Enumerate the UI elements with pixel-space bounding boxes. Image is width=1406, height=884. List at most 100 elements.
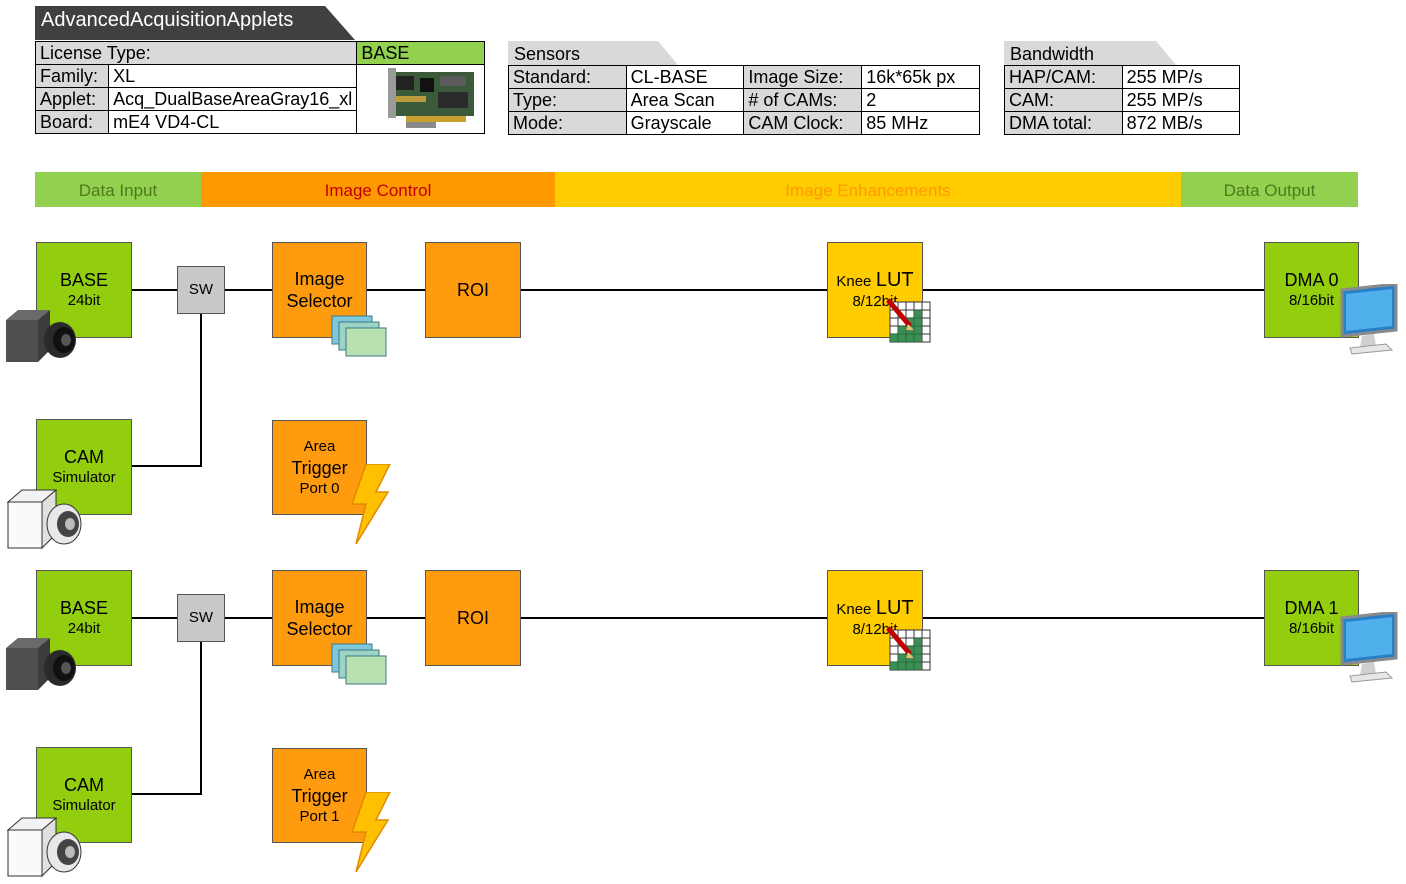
block-label: CAM (64, 775, 104, 795)
lut-label: LUT (875, 268, 914, 291)
family-value: XL (108, 64, 358, 88)
dma-total-value: 872 MB/s (1121, 111, 1241, 135)
block-sublabel: Trigger (291, 457, 348, 478)
block-label: DMA 0 (1284, 270, 1339, 290)
clock-value: 85 MHz (861, 111, 980, 135)
sensors-heading: Sensors (508, 41, 678, 65)
image-stack-icon (331, 643, 387, 685)
connector-line (200, 313, 202, 467)
connector-line (225, 289, 273, 291)
block-sublabel: Selector (286, 619, 353, 639)
block-label: SW (188, 609, 214, 626)
block-label: Area (303, 765, 336, 783)
block-label: ROI (456, 280, 489, 300)
dma-total-label: DMA total: (1004, 111, 1123, 135)
connector-line (131, 289, 177, 291)
lut-chart-icon (886, 626, 931, 671)
hap-label: HAP/CAM: (1004, 65, 1123, 89)
app-title: AdvancedAcquisitionApplets (41, 9, 294, 31)
block-port-label: Port 0 (299, 479, 340, 497)
block-sublabel: 24bit (67, 620, 101, 637)
base-camera-block[interactable]: BASE 24bit (36, 570, 132, 666)
cams-label: # of CAMs: (743, 88, 863, 112)
cam-bw-label: CAM: (1004, 88, 1123, 112)
license-type-value: BASE (356, 41, 485, 65)
image-selector-block[interactable]: Image Selector (272, 242, 367, 338)
type-value: Area Scan (625, 88, 745, 112)
block-label: Area (303, 437, 336, 455)
connector-line (131, 617, 177, 619)
connector-line (520, 617, 828, 619)
block-sublabel: Trigger (291, 785, 348, 806)
mode-value: Grayscale (625, 111, 745, 135)
knee-label: Knee (836, 600, 872, 618)
connector-line (366, 617, 426, 619)
switch-block[interactable]: SW (177, 266, 225, 314)
connector-line (520, 289, 828, 291)
lightning-icon (350, 792, 391, 872)
bandwidth-table: HAP/CAM: 255 MP/s CAM: 255 MP/s DMA tota… (1004, 65, 1241, 135)
base-camera-block[interactable]: BASE 24bit (36, 242, 132, 338)
connector-line (366, 289, 426, 291)
lut-label: LUT (875, 596, 914, 619)
block-label: BASE (59, 270, 109, 290)
block-sublabel: 8/16bit (1288, 292, 1335, 309)
block-label: Knee LUT (836, 269, 913, 292)
license-table: License Type: BASE Family: XL Applet: Ac… (34, 41, 485, 134)
block-sublabel: 8/12bit (852, 620, 898, 638)
block-sublabel: Simulator (52, 797, 116, 814)
cam-bw-value: 255 MP/s (1121, 88, 1241, 112)
monitor-icon (1340, 284, 1398, 355)
connector-line (131, 465, 202, 467)
applet-value: Acq_DualBaseAreaGray16_xl (108, 87, 358, 111)
sensors-heading-text: Sensors (514, 44, 581, 64)
cams-value: 2 (861, 88, 980, 112)
connector-line (922, 617, 1265, 619)
block-sublabel: 8/16bit (1288, 620, 1335, 637)
roi-block[interactable]: ROI (425, 242, 521, 338)
connector-line (131, 793, 202, 795)
block-label: Image (294, 597, 345, 617)
clock-label: CAM Clock: (743, 111, 863, 135)
block-label: Knee LUT (836, 597, 913, 620)
lut-chart-icon (886, 298, 931, 343)
bandwidth-heading: Bandwidth (1004, 41, 1176, 65)
app-title-tab: AdvancedAcquisitionApplets (35, 6, 355, 40)
area-trigger-block[interactable]: Area Trigger Port 0 (272, 420, 367, 515)
lightning-icon (350, 464, 391, 544)
sensors-table: Standard: CL-BASE Image Size: 16k*65k px… (508, 65, 980, 135)
block-label: BASE (59, 598, 109, 618)
block-label: DMA 1 (1284, 598, 1339, 618)
stage-data-input: Data Input (35, 172, 201, 207)
family-label: Family: (34, 64, 110, 88)
area-trigger-block[interactable]: Area Trigger Port 1 (272, 748, 367, 843)
board-label: Board: (34, 110, 110, 134)
simulator-camera-icon (6, 488, 82, 550)
camera-icon (6, 310, 76, 362)
bandwidth-heading-text: Bandwidth (1010, 44, 1095, 64)
roi-block[interactable]: ROI (425, 570, 521, 666)
stage-image-enhancements: Image Enhancements (555, 172, 1181, 207)
stage-image-control: Image Control (201, 172, 555, 207)
connector-line (200, 641, 202, 795)
block-sublabel: 8/12bit (852, 292, 898, 310)
block-sublabel: Simulator (52, 469, 116, 486)
cam-simulator-block[interactable]: CAM Simulator (36, 747, 132, 843)
image-size-value: 16k*65k px (861, 65, 980, 89)
standard-value: CL-BASE (625, 65, 745, 89)
camera-icon (6, 638, 76, 690)
board-value: mE4 VD4-CL (108, 110, 358, 134)
connector-line (225, 617, 273, 619)
block-label: SW (188, 281, 214, 298)
block-sublabel: Selector (286, 291, 353, 311)
connector-line (922, 289, 1265, 291)
block-sublabel: 24bit (67, 292, 101, 309)
hap-value: 255 MP/s (1121, 65, 1241, 89)
license-type-label: License Type: (34, 41, 358, 65)
switch-block[interactable]: SW (177, 594, 225, 642)
image-stack-icon (331, 315, 387, 357)
block-label: CAM (64, 447, 104, 467)
standard-label: Standard: (508, 65, 627, 89)
frame-grabber-card-icon (388, 68, 474, 128)
block-label: ROI (456, 608, 489, 628)
